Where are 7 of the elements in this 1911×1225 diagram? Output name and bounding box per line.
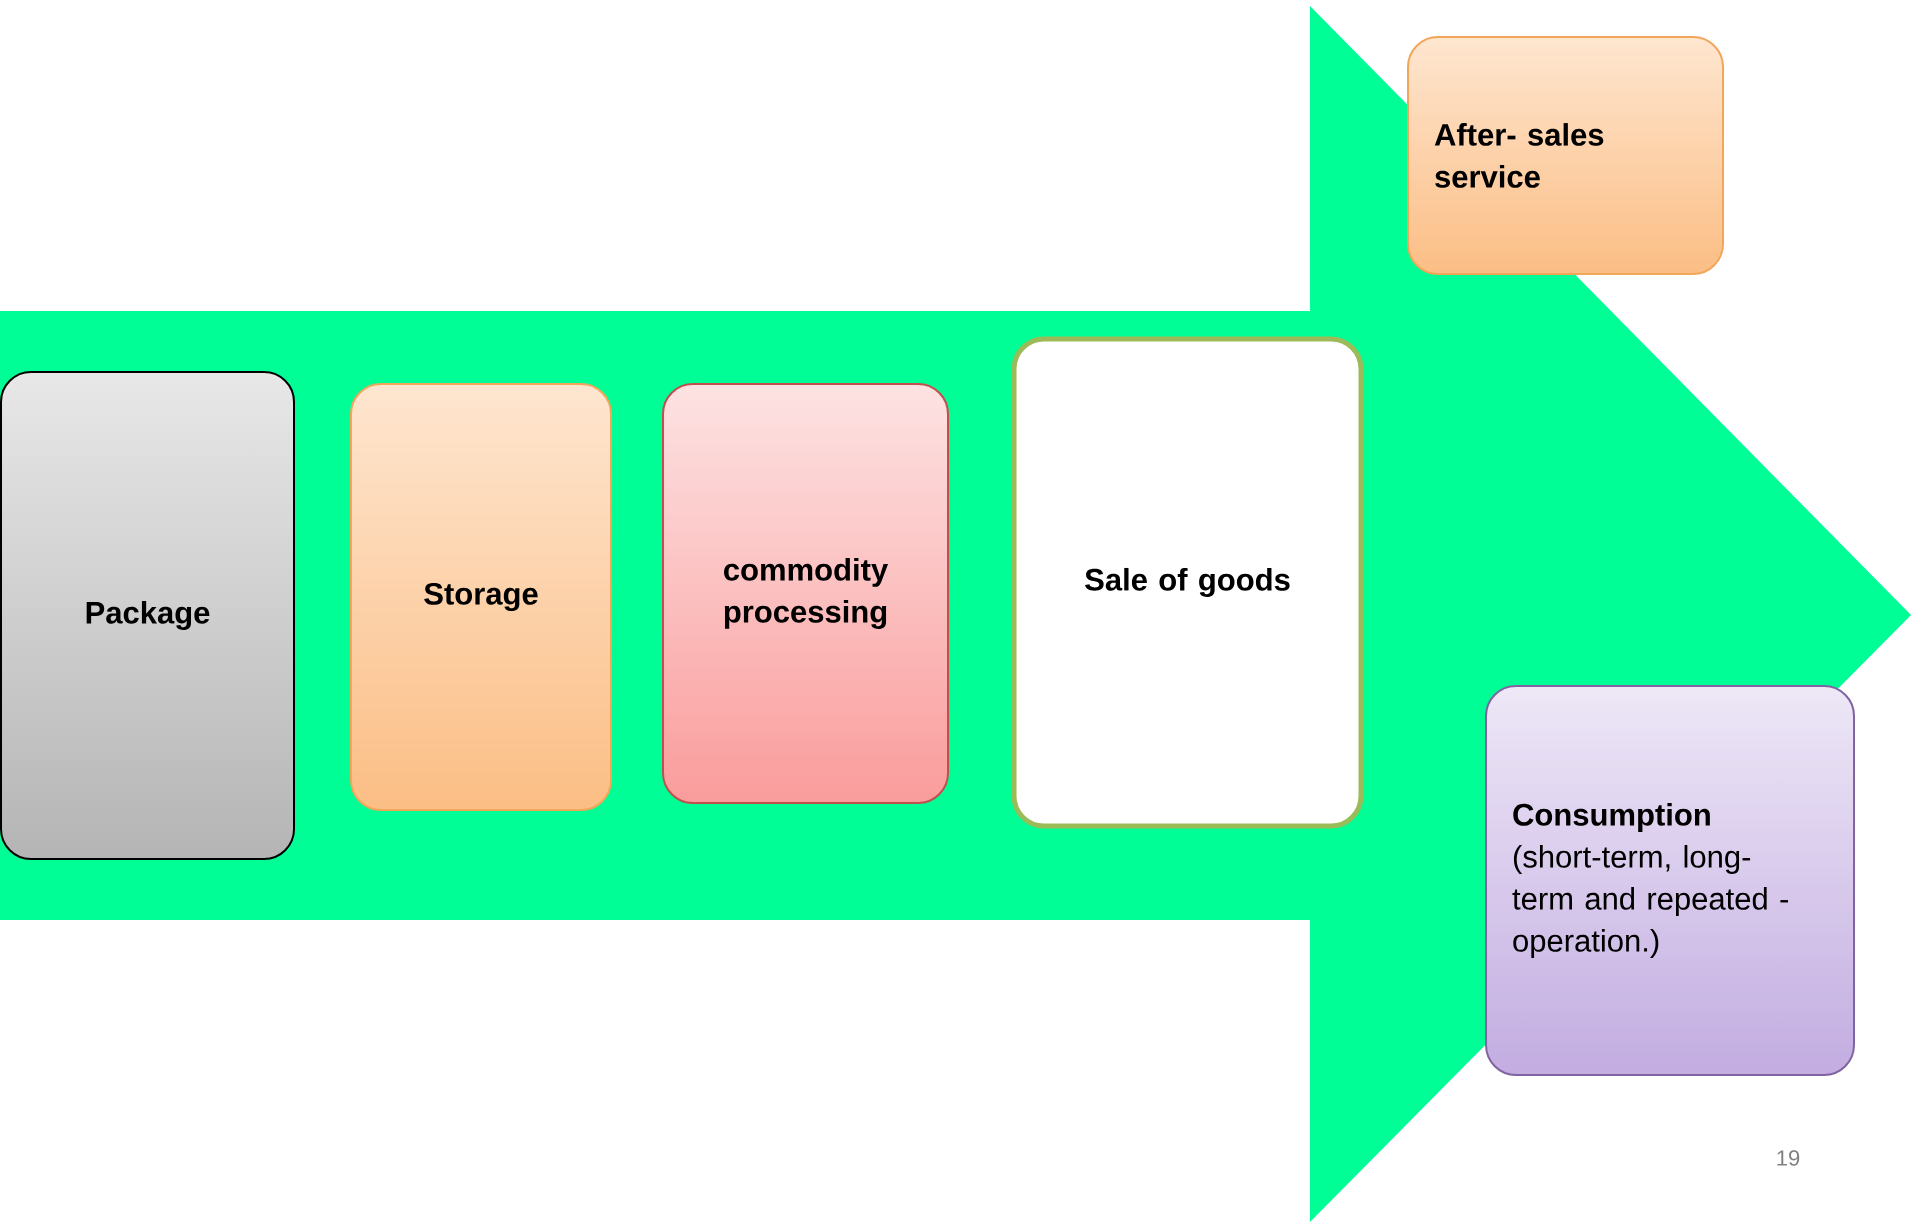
process-box: Sale of goods	[1011, 336, 1364, 829]
page-number: 19	[1777, 1150, 1800, 1166]
process-box: Package	[0, 371, 295, 860]
process-box: commodity processing	[662, 383, 949, 804]
process-box: Consumption (short-term, long-term and repeated - operation.)	[1485, 685, 1855, 1076]
process-box: After- sales service	[1407, 36, 1724, 275]
process-box: Storage	[350, 383, 612, 811]
